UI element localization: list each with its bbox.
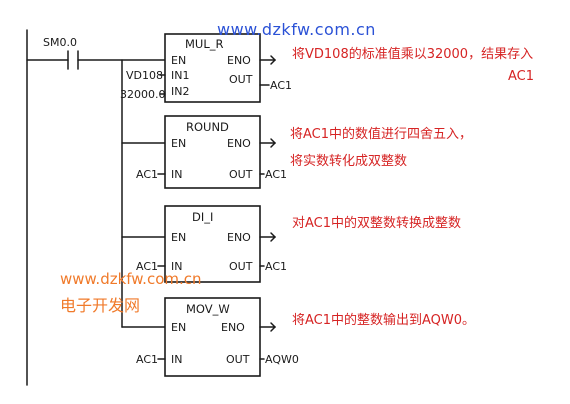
note-block-2-line-2: 将实数转化成双整数: [290, 154, 407, 169]
pin-out: OUT: [229, 260, 253, 273]
pin-eno: ENO: [227, 54, 251, 67]
pin-eno: ENO: [227, 137, 251, 150]
in-value: AC1: [136, 353, 158, 366]
pin-out: OUT: [229, 73, 253, 86]
watermark-cn: 电子开发网: [60, 296, 141, 315]
pin-eno: ENO: [221, 321, 245, 334]
pin-in: IN: [171, 260, 182, 273]
block-di-i: DI_I EN ENO IN OUT AC1 AC1: [136, 205, 287, 283]
block-title: ROUND: [186, 120, 229, 134]
note-block-1-line-1: 将VD108的标准值乘以32000，结果存入: [292, 46, 533, 62]
block-title: MUL_R: [185, 37, 224, 51]
block-round: ROUND EN ENO IN OUT AC1 AC1: [136, 115, 287, 189]
note-block-1-line-2: AC1: [508, 69, 534, 84]
block-mov-w: MOV_W EN ENO IN OUT AQW0 AC1: [136, 297, 299, 377]
in-value: AC1: [136, 168, 158, 181]
watermark-url: www.dzkfw.com.cn: [60, 270, 202, 288]
out-value: AC1: [265, 260, 287, 273]
pin-in: IN: [171, 168, 182, 181]
out-value: AC1: [265, 168, 287, 181]
block-mul-r: MUL_R EN ENO IN1 OUT IN2 AC1 VD108 32000…: [120, 33, 292, 103]
note-block-4-line-1: 将AC1中的整数输出到AQW0。: [292, 312, 475, 328]
pin-en: EN: [171, 231, 186, 244]
contact-label: SM0.0: [43, 36, 77, 49]
block-round-frame: [164, 115, 261, 189]
block-mul-r-frame: [164, 33, 261, 103]
in-value: AC1: [136, 260, 158, 273]
pin-in2: IN2: [171, 85, 189, 98]
watermark-top: www.dzkfw.com.cn: [217, 20, 376, 39]
pin-en: EN: [171, 137, 186, 150]
pin-en: EN: [171, 54, 186, 67]
block-title: DI_I: [192, 210, 213, 224]
pin-eno: ENO: [227, 231, 251, 244]
out-value: AC1: [270, 79, 292, 92]
block-di-i-frame: [164, 205, 261, 283]
in1-value: VD108: [126, 69, 163, 82]
pin-en: EN: [171, 321, 186, 334]
pin-out: OUT: [229, 168, 253, 181]
block-mov-w-frame: [164, 297, 261, 377]
note-block-2-line-1: 将AC1中的数值进行四舍五入，: [290, 126, 472, 142]
pin-out: OUT: [226, 353, 250, 366]
pin-in: IN: [171, 353, 182, 366]
out-value: AQW0: [265, 353, 299, 366]
block-title: MOV_W: [186, 302, 230, 316]
in2-value: 32000.0: [120, 88, 166, 101]
note-block-3-line-1: 对AC1中的双整数转换成整数: [292, 215, 461, 231]
contact-sm0-0: SM0.0: [26, 36, 166, 70]
pin-in1: IN1: [171, 69, 189, 82]
